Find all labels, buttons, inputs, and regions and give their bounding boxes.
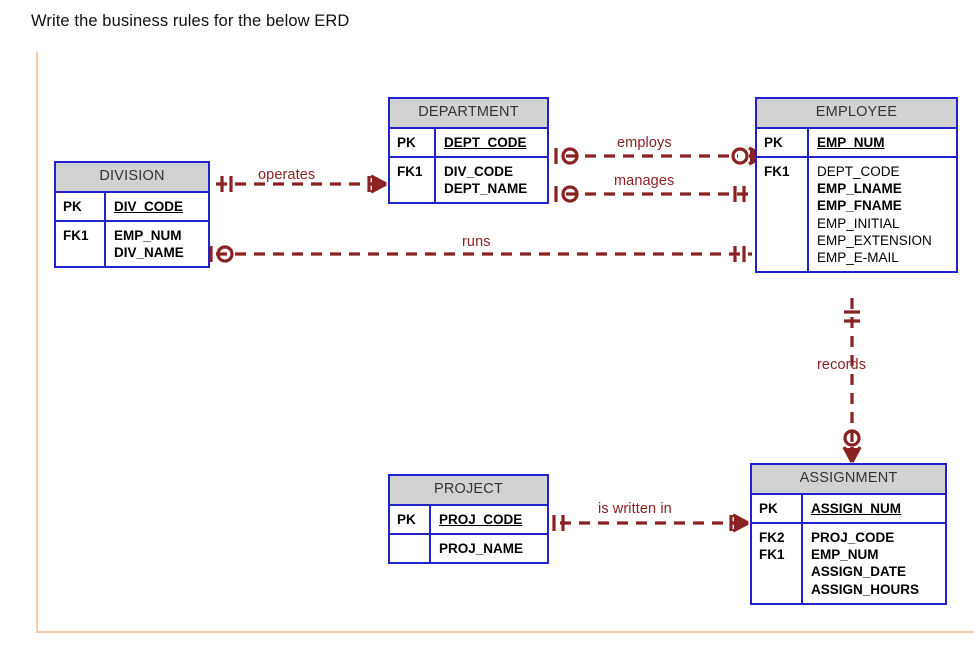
relationship-label-records: records (817, 357, 867, 373)
entity-division[interactable]: DIVISION PK DIV_CODE FK1 EMP_NUM DIV_NAME (54, 161, 210, 269)
relationship-label-is-written-in: is written in (598, 501, 672, 517)
relationship-label-manages: manages (614, 173, 675, 189)
key-cell: PK (56, 192, 106, 220)
key-cell (390, 534, 431, 563)
attribute-name: DEPT_NAME (444, 181, 528, 197)
attribute-name: EMP_NUM (811, 547, 879, 563)
entity-title-assignment: ASSIGNMENT (752, 465, 945, 495)
key-cell: FK1 (757, 157, 809, 272)
entity-project[interactable]: PROJECT PK PROJ_CODE PROJ_NAME (388, 474, 549, 565)
attribute-name: DIV_CODE (444, 163, 514, 179)
key-cell: FK1 (390, 157, 436, 203)
attribute-cell: PROJ_NAME (431, 535, 547, 562)
attribute-name: DIV_NAME (114, 245, 184, 261)
relationship-label-operates: operates (258, 167, 316, 183)
attribute-cell: EMP_NUM DIV_NAME (106, 222, 208, 267)
key-cell: PK (390, 505, 431, 533)
entity-row: FK1 EMP_NUM DIV_NAME (56, 221, 208, 267)
entity-row: PK ASSIGN_NUM (752, 494, 945, 524)
entity-rows-division: PK DIV_CODE FK1 EMP_NUM DIV_NAME (56, 192, 208, 267)
relationship-is-written-in (552, 513, 749, 533)
attribute-name: EMP_NUM (114, 227, 182, 243)
attribute-name: EMP_LNAME (817, 181, 902, 197)
key-cell: FK2 FK1 (752, 523, 803, 603)
attribute-name: EMP_FNAME (817, 198, 902, 214)
attribute-name: PROJ_NAME (439, 540, 524, 556)
entity-department[interactable]: DEPARTMENT PK DEPT_CODE FK1 DIV_CODE DEPT_NA… (388, 97, 549, 205)
attribute-name: DEPT_CODE (444, 134, 527, 150)
attribute-name: ASSIGN_NUM (811, 500, 902, 516)
key-cell: FK1 (56, 221, 106, 267)
attribute-cell: DIV_CODE DEPT_NAME (436, 158, 547, 203)
entity-title-division: DIVISION (56, 163, 208, 193)
frame-bottom-rule (36, 631, 974, 633)
attribute-name: EMP_EXTENSION (817, 232, 932, 248)
key-cell: PK (752, 494, 803, 522)
entity-row: PK EMP_NUM (757, 128, 956, 158)
attribute-name: EMP_INITIAL (817, 215, 900, 231)
key-cell: PK (757, 128, 809, 156)
attribute-cell: DIV_CODE (106, 193, 208, 220)
attribute-name: PROJ_CODE (811, 529, 895, 545)
entity-row: PK PROJ_CODE (390, 505, 547, 535)
entity-title-project: PROJECT (390, 476, 547, 506)
attribute-name: PROJ_CODE (439, 511, 523, 527)
attribute-cell: PROJ_CODE (431, 506, 547, 533)
relationship-records (842, 298, 862, 463)
entity-row: PK DEPT_CODE (390, 128, 547, 158)
attribute-name: EMP_NUM (817, 134, 885, 150)
page-title: Write the business rules for the below E… (31, 12, 350, 30)
attribute-name: DEPT_CODE (817, 163, 900, 179)
frame-left-rule (36, 52, 38, 632)
entity-rows-project: PK PROJ_CODE PROJ_NAME (390, 505, 547, 563)
attribute-cell: DEPT_CODE (436, 129, 547, 156)
entity-title-employee: EMPLOYEE (757, 99, 956, 129)
entity-rows-department: PK DEPT_CODE FK1 DIV_CODE DEPT_NAME (390, 128, 547, 203)
attribute-name: ASSIGN_HOURS (811, 581, 920, 597)
attribute-cell: ASSIGN_NUM (803, 495, 945, 522)
attribute-name: ASSIGN_DATE (811, 564, 907, 580)
key-cell: PK (390, 128, 436, 156)
relationship-label-runs: runs (462, 234, 491, 250)
attribute-cell: EMP_NUM (809, 129, 956, 156)
entity-assignment[interactable]: ASSIGNMENT PK ASSIGN_NUM FK2 FK1 PROJ_CODE E… (750, 463, 947, 605)
entity-row: FK1 DIV_CODE DEPT_NAME (390, 157, 547, 203)
entity-row: PROJ_NAME (390, 534, 547, 563)
relationship-label-employs: employs (617, 135, 672, 151)
attribute-name: DIV_CODE (114, 198, 184, 214)
entity-title-department: DEPARTMENT (390, 99, 547, 129)
attribute-name: EMP_E-MAIL (817, 250, 899, 266)
entity-row: PK DIV_CODE (56, 192, 208, 222)
